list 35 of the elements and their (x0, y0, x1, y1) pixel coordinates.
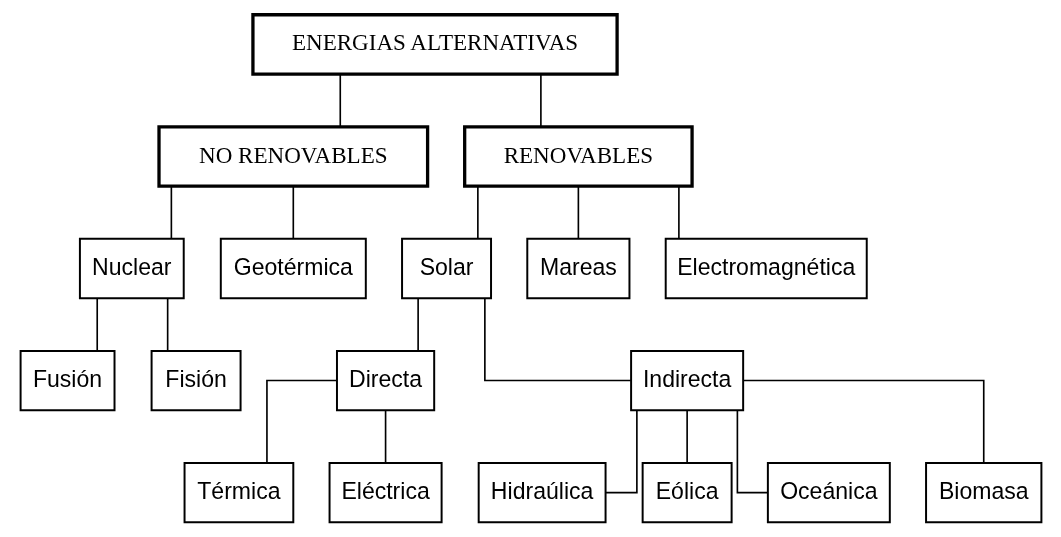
node-box: Geotérmica (219, 237, 367, 300)
node-box: Hidraúlica (477, 461, 607, 524)
node-box: Fisión (150, 349, 242, 412)
connector (577, 185, 579, 240)
node-box: Nuclear (78, 237, 185, 300)
connector (742, 379, 985, 464)
connector (291, 185, 294, 240)
node-box: Térmica (183, 461, 294, 524)
node-box: Biomasa (924, 461, 1042, 524)
node-box: Mareas (525, 237, 630, 300)
node-box: Oceánica (766, 461, 891, 524)
connector (95, 297, 98, 352)
node-box: Eléctrica (328, 461, 443, 524)
node-box: NO RENOVABLES (156, 125, 429, 188)
connector (416, 297, 419, 352)
node-box: ENERGIAS ALTERNATIVAS (250, 13, 619, 76)
node-box: Solar (400, 237, 492, 300)
connector (685, 409, 688, 464)
connector (604, 409, 638, 494)
connector (338, 73, 341, 128)
connector (539, 73, 542, 128)
connector (265, 379, 337, 464)
node-box: Electromagnética (664, 237, 868, 300)
node-box: Fusión (19, 349, 115, 412)
connector (677, 185, 680, 240)
connector (736, 409, 769, 494)
connector (483, 297, 632, 382)
node-box: RENOVABLES (462, 125, 694, 188)
connector (166, 297, 168, 352)
connector (170, 185, 172, 240)
connector (384, 409, 386, 464)
node-box: Indirecta (629, 349, 744, 412)
connector (476, 185, 479, 240)
node-box: Directa (335, 349, 435, 412)
node-box: Eólica (641, 461, 733, 524)
